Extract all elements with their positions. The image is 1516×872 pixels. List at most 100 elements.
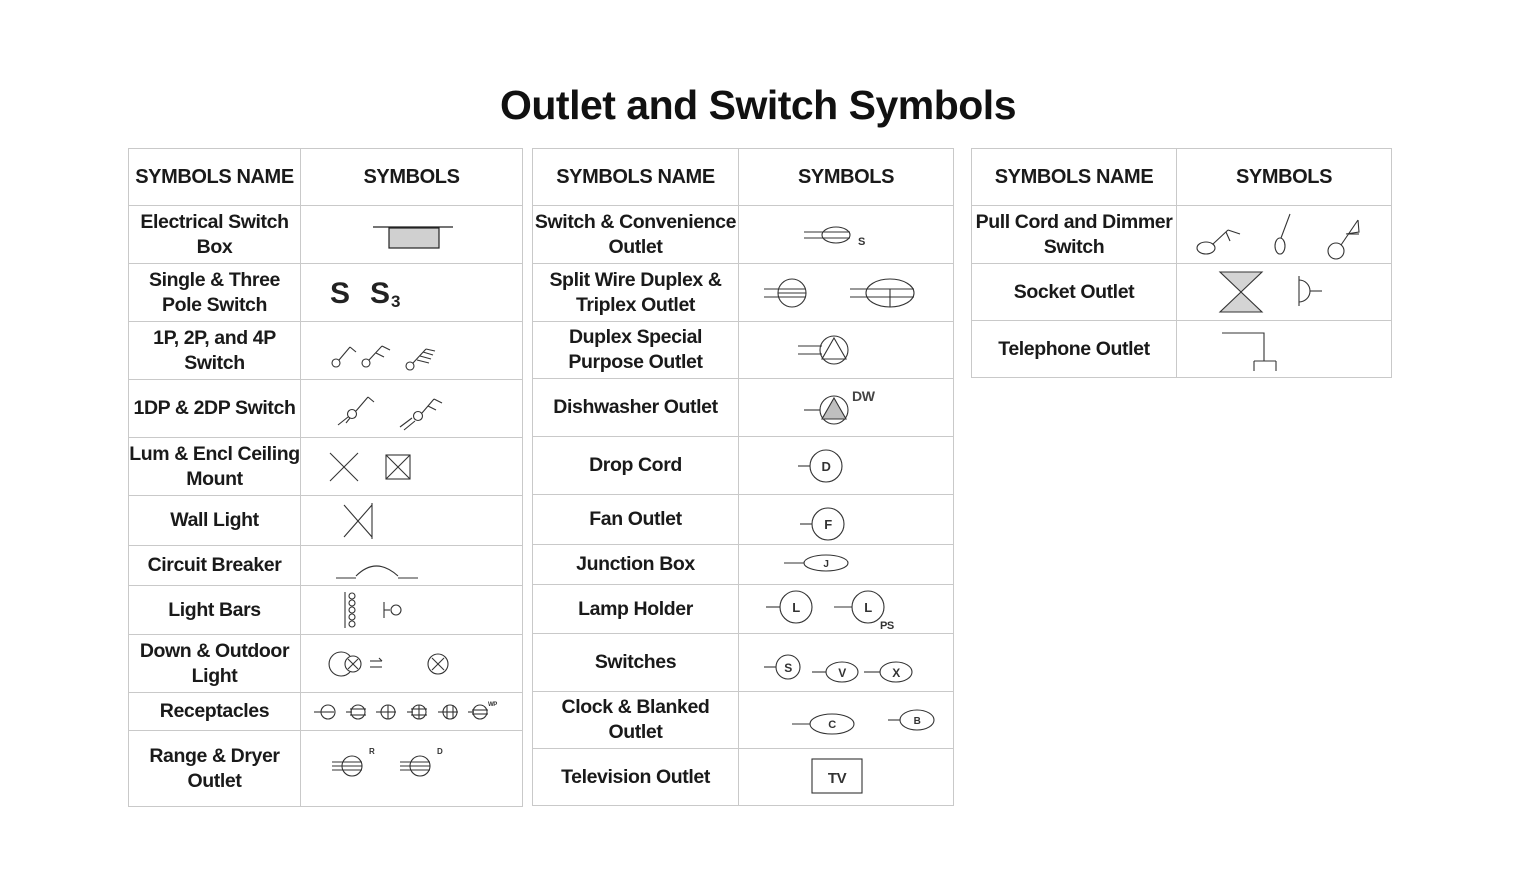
single-three-pole-switch-icon: S S 3 [330, 277, 400, 311]
symbol-name: Telephone Outlet [971, 320, 1177, 378]
fan-outlet-label: F [824, 517, 832, 532]
symbol-name: Switch & Convenience Outlet [532, 205, 739, 264]
symbol-name: Duplex Special Purpose Outlet [532, 321, 739, 379]
symbol-name: Receptacles [128, 692, 301, 731]
switch-v-label: V [838, 666, 846, 680]
dishwasher-label: DW [852, 388, 876, 404]
symbols-table-3: SYMBOLS NAME SYMBOLS Pull Cord and Dimme… [971, 148, 1392, 378]
switch-s-label: S [858, 236, 865, 248]
split-wire-outlet-icon [764, 277, 915, 308]
table-row: Wall Light [128, 495, 523, 546]
switch-subscript-label: 3 [391, 292, 400, 311]
lamp-holder-label: L [792, 600, 800, 615]
blanked-label: B [914, 716, 921, 727]
table-row: Telephone Outlet [971, 320, 1392, 378]
table-header-row: SYMBOLS NAME SYMBOLS [128, 148, 523, 206]
table-row: Clock & Blanked Outlet C B [532, 691, 954, 749]
table-row: Television Outlet TV [532, 748, 954, 806]
table-row: Lum & Encl Ceiling Mount [128, 437, 523, 496]
switch-box-icon [372, 225, 453, 249]
column-header-name: SYMBOLS NAME [971, 148, 1177, 206]
switch-s-label: S [784, 661, 792, 675]
symbol-name: Clock & Blanked Outlet [532, 691, 739, 749]
symbol-name: Circuit Breaker [128, 545, 301, 586]
television-outlet-icon: TV [811, 758, 863, 794]
television-label: TV [828, 770, 847, 787]
ceiling-mount-icon [329, 452, 411, 481]
range-dryer-outlet-icon: R D [331, 747, 443, 777]
drop-cord-icon: D [798, 448, 843, 483]
symbol-name: Lum & Encl Ceiling Mount [128, 437, 301, 496]
table-row: Single & Three Pole Switch S S 3 [128, 263, 523, 322]
table-row: Electrical Switch Box [128, 205, 523, 264]
dryer-label: D [437, 747, 443, 756]
symbol-name: Down & Outdoor Light [128, 634, 301, 693]
down-outdoor-light-icon [328, 650, 449, 677]
switch-x-label: X [892, 666, 900, 680]
clock-label: C [828, 719, 836, 731]
receptacles-icon: WP [313, 702, 497, 720]
multi-pole-switch-icon [330, 345, 435, 371]
symbol-name: Television Outlet [532, 748, 739, 806]
table-row: Receptacles WP [128, 692, 523, 731]
column-header-symbols: SYMBOLS [300, 148, 523, 206]
symbol-name: Wall Light [128, 495, 301, 546]
range-label: R [369, 747, 375, 756]
table-row: 1P, 2P, and 4P Switch [128, 321, 523, 380]
column-header-name: SYMBOLS NAME [532, 148, 739, 206]
wall-light-icon [343, 502, 373, 539]
pull-switch-label: PS [880, 620, 894, 632]
symbol-name: Drop Cord [532, 436, 739, 495]
table-row: Circuit Breaker [128, 545, 523, 586]
symbol-name: Split Wire Duplex & Triplex Outlet [532, 263, 739, 322]
symbol-name: Range & Dryer Outlet [128, 730, 301, 807]
table-row: Duplex Special Purpose Outlet [532, 321, 954, 379]
table-row: Lamp Holder L L PS [532, 584, 954, 634]
weatherproof-label: WP [488, 702, 497, 708]
drop-cord-label: D [822, 459, 831, 474]
telephone-outlet-icon [1222, 332, 1277, 371]
table-row: Fan Outlet F [532, 494, 954, 545]
symbol-name: Light Bars [128, 585, 301, 635]
table-row: Socket Outlet [971, 263, 1392, 321]
column-header-name: SYMBOLS NAME [128, 148, 301, 206]
table-row: Split Wire Duplex & Triplex Outlet [532, 263, 954, 322]
table-row: 1DP & 2DP Switch [128, 379, 523, 438]
table-row: Dishwasher Outlet DW [532, 378, 954, 437]
special-purpose-outlet-icon [798, 335, 849, 365]
symbols-table-2: SYMBOLS NAME SYMBOLS Switch & Convenienc… [532, 148, 954, 806]
switch-convenience-outlet-icon: S [804, 225, 865, 248]
junction-box-label: J [823, 559, 828, 570]
table-row: Range & Dryer Outlet R D [128, 730, 523, 807]
switch-s-label: S [330, 277, 350, 310]
symbol-name: Socket Outlet [971, 263, 1177, 321]
table-header-row: SYMBOLS NAME SYMBOLS [971, 148, 1392, 206]
lamp-holder-icon: L L PS [766, 590, 894, 632]
symbol-name: Single & Three Pole Switch [128, 263, 301, 322]
clock-blanked-outlet-icon: C B [792, 709, 935, 735]
symbol-name: Switches [532, 633, 739, 692]
table-row: Junction Box J [532, 544, 954, 585]
switches-icon: S V X [764, 653, 913, 683]
table-row: Pull Cord and Dimmer Switch [971, 205, 1392, 264]
table-row: Down & Outdoor Light [128, 634, 523, 693]
symbols-table-1: SYMBOLS NAME SYMBOLS Electrical Switch B… [128, 148, 523, 807]
double-pole-switch-icon [337, 396, 442, 430]
column-header-symbols: SYMBOLS [738, 148, 954, 206]
table-row: Drop Cord D [532, 436, 954, 495]
junction-box-icon: J [784, 553, 849, 572]
symbol-name: 1DP & 2DP Switch [128, 379, 301, 438]
table-row: Switches S V X [532, 633, 954, 692]
table-header-row: SYMBOLS NAME SYMBOLS [532, 148, 954, 206]
table-row: Switch & Convenience Outlet S [532, 205, 954, 264]
page-title: Outlet and Switch Symbols [499, 82, 1017, 128]
column-header-symbols: SYMBOLS [1176, 148, 1392, 206]
symbol-name: Dishwasher Outlet [532, 378, 739, 437]
circuit-breaker-icon [335, 564, 418, 579]
switch-s3-label: S [370, 277, 390, 310]
symbol-name: Pull Cord and Dimmer Switch [971, 205, 1177, 264]
fan-outlet-icon: F [800, 506, 845, 541]
symbol-name: Electrical Switch Box [128, 205, 301, 264]
symbol-name: Lamp Holder [532, 584, 739, 634]
dishwasher-outlet-icon: DW [804, 388, 876, 425]
